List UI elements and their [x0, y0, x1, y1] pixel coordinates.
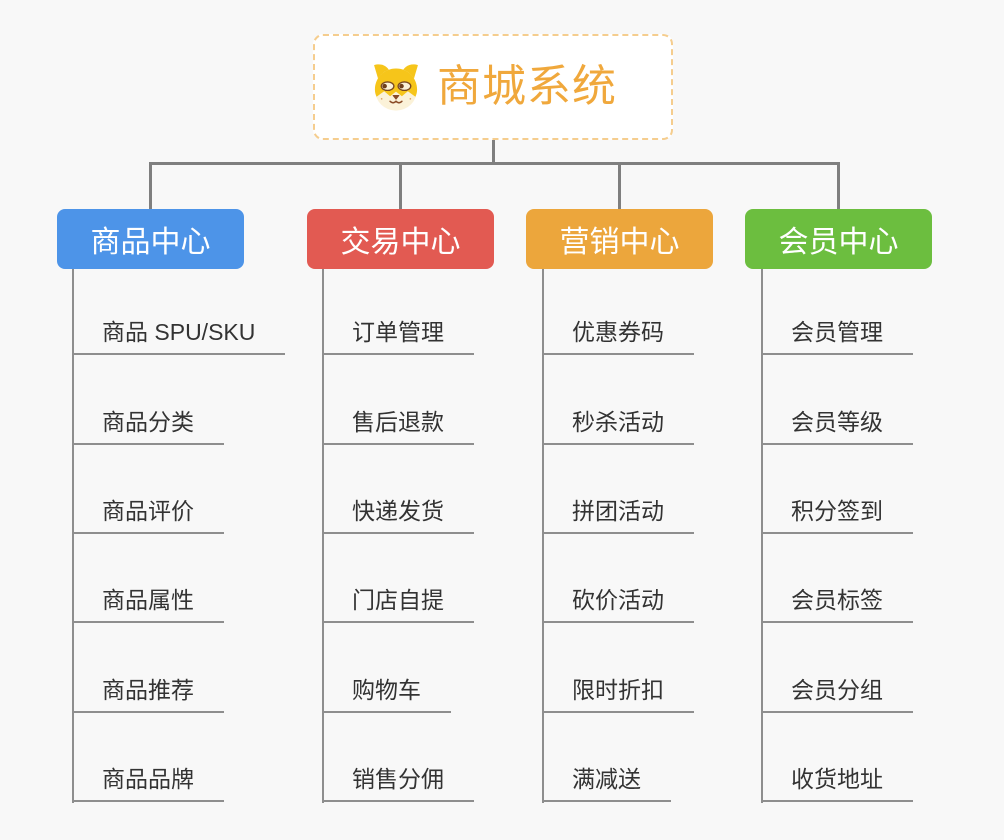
leaf-topic[interactable]: 会员等级	[761, 407, 913, 445]
connector-branch-drop	[837, 162, 840, 210]
branch-node[interactable]: 营销中心	[526, 209, 713, 269]
branch-node[interactable]: 会员中心	[745, 209, 932, 269]
leaf-topic[interactable]: 商品 SPU/SKU	[72, 317, 286, 355]
connector-branch-drop	[399, 162, 402, 210]
leaf-topic[interactable]: 售后退款	[322, 407, 474, 445]
leaf-topic[interactable]: 购物车	[322, 675, 451, 713]
leaf-topic[interactable]: 砍价活动	[542, 585, 694, 623]
leaf-topic[interactable]: 收货地址	[761, 764, 913, 802]
leaf-topic[interactable]: 商品属性	[72, 585, 224, 623]
leaf-topic[interactable]: 会员标签	[761, 585, 913, 623]
leaf-topic[interactable]: 销售分佣	[322, 764, 474, 802]
leaf-topic[interactable]: 拼团活动	[542, 496, 694, 534]
leaf-topic[interactable]: 秒杀活动	[542, 407, 694, 445]
leaf-topic[interactable]: 商品评价	[72, 496, 224, 534]
leaf-topic[interactable]: 订单管理	[322, 317, 474, 355]
leaf-topic[interactable]: 满减送	[542, 764, 671, 802]
branch-trunk-line	[761, 269, 763, 803]
leaf-topic[interactable]: 会员管理	[761, 317, 913, 355]
connector-horizontal-bar	[149, 162, 840, 165]
leaf-topic[interactable]: 优惠券码	[542, 317, 694, 355]
leaf-topic[interactable]: 快递发货	[322, 496, 474, 534]
branch-trunk-line	[542, 269, 544, 803]
leaf-topic[interactable]: 商品品牌	[72, 764, 224, 802]
branch-trunk-line	[322, 269, 324, 803]
branch-node[interactable]: 交易中心	[307, 209, 494, 269]
dog-face-icon	[369, 61, 423, 113]
branch-trunk-line	[72, 269, 74, 803]
leaf-topic[interactable]: 会员分组	[761, 675, 913, 713]
branch-node[interactable]: 商品中心	[57, 209, 244, 269]
leaf-topic[interactable]: 积分签到	[761, 496, 913, 534]
leaf-topic[interactable]: 商品推荐	[72, 675, 224, 713]
leaf-topic[interactable]: 门店自提	[322, 585, 474, 623]
connector-branch-drop	[618, 162, 621, 210]
leaf-topic[interactable]: 商品分类	[72, 407, 224, 445]
leaf-topic[interactable]: 限时折扣	[542, 675, 694, 713]
connector-branch-drop	[149, 162, 152, 210]
root-topic-label: 商城系统	[437, 62, 617, 111]
connector-root-stem	[491, 140, 495, 165]
root-topic[interactable]: 商城系统	[313, 34, 673, 140]
